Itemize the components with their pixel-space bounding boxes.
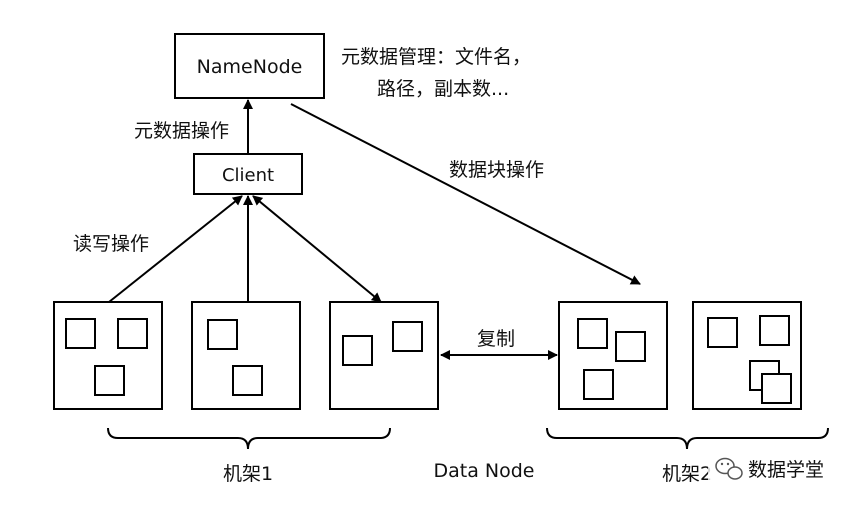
data-block [761, 373, 792, 404]
block-ops-arrow [290, 103, 641, 285]
datanode-rack1-3 [329, 301, 439, 410]
namenode-description-line1: 元数据管理：文件名， [341, 46, 531, 68]
data-block [759, 315, 790, 346]
datanode-rack1-2 [191, 301, 301, 410]
data-block [615, 331, 646, 362]
watermark-background [708, 450, 848, 488]
watermark-text: 数据学堂 [748, 459, 824, 481]
rack1-brace [107, 427, 391, 450]
client-label: Client [222, 165, 274, 186]
namenode: NameNode [174, 33, 325, 99]
rack2-brace [546, 427, 829, 450]
namenode-label: NameNode [197, 56, 303, 78]
block-ops-label: 数据块操作 [449, 159, 544, 181]
data-block [207, 319, 238, 350]
client-box [193, 153, 303, 195]
data-node-label: Data Node [434, 460, 535, 482]
data-block [65, 318, 96, 349]
namenode-box [174, 33, 325, 99]
data-block [342, 335, 373, 366]
data-block [583, 369, 614, 400]
datanode-rack2-2 [692, 301, 802, 410]
data-block [577, 318, 608, 349]
data-block [232, 365, 263, 396]
datanode-rack1-1 [53, 301, 163, 410]
namenode-description-line2: 路径，副本数... [377, 78, 509, 100]
rack1-label: 机架1 [223, 463, 273, 485]
datanode-rack2-1 [558, 301, 668, 410]
rack2-label: 机架2 [662, 463, 712, 485]
watermark: 数据学堂 [708, 450, 848, 488]
data-block [94, 365, 125, 396]
replication-label: 复制 [477, 328, 515, 350]
client: Client [193, 153, 303, 195]
wechat-icon [715, 457, 743, 480]
data-block [707, 317, 738, 348]
data-block [392, 321, 423, 352]
read-write-ops-label: 读写操作 [73, 233, 149, 255]
read-write-arrow-3 [252, 195, 382, 303]
read-write-arrow-1 [108, 195, 243, 303]
metadata-ops-label: 元数据操作 [134, 120, 229, 142]
data-block [117, 318, 148, 349]
